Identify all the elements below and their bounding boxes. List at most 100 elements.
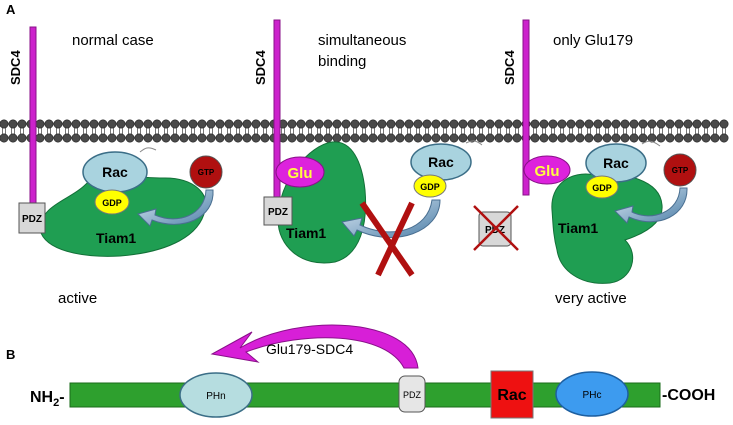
lipid-head bbox=[710, 133, 720, 143]
lipid-head bbox=[260, 119, 270, 129]
lipid-head bbox=[8, 119, 18, 129]
scenario-title: normal case bbox=[72, 32, 154, 49]
gtp-label: GTP bbox=[672, 166, 689, 175]
rac-tether bbox=[139, 147, 157, 153]
lipid-head bbox=[296, 119, 306, 129]
block-cross bbox=[375, 201, 415, 277]
scenario-outcome: active bbox=[58, 290, 97, 307]
lipid-head bbox=[368, 119, 378, 129]
scenario-only-glu179: SDC4 only Glu179 Tiam1 Glu Rac GDP GTP v… bbox=[502, 19, 697, 307]
lipid-head bbox=[692, 119, 702, 129]
lipid-head bbox=[665, 133, 675, 143]
cross-line bbox=[473, 205, 519, 251]
lipid-head bbox=[620, 119, 630, 129]
lipid-head bbox=[161, 133, 171, 143]
lipid-head bbox=[8, 133, 18, 143]
lipid-head bbox=[152, 133, 162, 143]
binding-arrow-label: Glu179-SDC4 bbox=[266, 341, 353, 357]
gtp-circle bbox=[189, 155, 223, 189]
lipid-head bbox=[53, 133, 63, 143]
lipid-head bbox=[719, 133, 729, 143]
lipid-head bbox=[395, 133, 405, 143]
lipid-head bbox=[98, 119, 108, 129]
lipid-head bbox=[422, 133, 432, 143]
lipid-head bbox=[557, 119, 567, 129]
lipid-head bbox=[134, 119, 144, 129]
lipid-head bbox=[242, 119, 252, 129]
tiam1-label: Tiam1 bbox=[286, 225, 326, 241]
glu-label: Glu bbox=[535, 163, 560, 180]
lipid-head bbox=[503, 119, 513, 129]
lipid-head bbox=[314, 133, 324, 143]
lipid-head bbox=[593, 119, 603, 129]
lipid-head bbox=[674, 133, 684, 143]
lipid-head bbox=[485, 133, 495, 143]
n-terminus-label: NH2- bbox=[30, 389, 65, 409]
lipid-head bbox=[350, 119, 360, 129]
lipid-head bbox=[242, 133, 252, 143]
lipid-head bbox=[530, 133, 540, 143]
lipid-head bbox=[449, 133, 459, 143]
gdp-ellipse bbox=[413, 174, 447, 198]
lipid-head bbox=[89, 119, 99, 129]
gdp-label: GDP bbox=[592, 183, 612, 193]
lipid-head bbox=[584, 133, 594, 143]
tiam1-label: Tiam1 bbox=[558, 220, 598, 236]
lipid-head bbox=[656, 133, 666, 143]
lipid-head bbox=[116, 133, 126, 143]
lipid-head bbox=[98, 133, 108, 143]
lipid-head bbox=[404, 119, 414, 129]
lipid-head bbox=[341, 133, 351, 143]
lipid-head bbox=[287, 119, 297, 129]
lipid-head bbox=[656, 119, 666, 129]
lipid-head bbox=[170, 119, 180, 129]
lipid-head bbox=[395, 119, 405, 129]
lipid-head bbox=[197, 133, 207, 143]
lipid-head bbox=[566, 119, 576, 129]
panel-b-label: B bbox=[6, 347, 15, 362]
lipid-head bbox=[116, 119, 126, 129]
gdp-ellipse bbox=[94, 189, 130, 215]
lipid-head bbox=[35, 133, 45, 143]
block-cross bbox=[359, 201, 415, 277]
lipid-head bbox=[620, 133, 630, 143]
gtp-circle bbox=[663, 153, 697, 187]
glu-label: Glu bbox=[288, 165, 313, 182]
lipid-head bbox=[323, 133, 333, 143]
pdz-label: PDZ bbox=[403, 390, 422, 400]
lipid-head bbox=[638, 133, 648, 143]
lipid-head bbox=[215, 119, 225, 129]
c-terminus-label: -COOH bbox=[662, 387, 715, 404]
lipid-head bbox=[701, 133, 711, 143]
lipid-head bbox=[296, 133, 306, 143]
tiam1-shape bbox=[39, 175, 207, 257]
lipid-head bbox=[53, 119, 63, 129]
lipid-head bbox=[566, 133, 576, 143]
gdp-label: GDP bbox=[420, 182, 440, 192]
lipid-head bbox=[80, 133, 90, 143]
exchange-arrow bbox=[614, 187, 688, 224]
lipid-head bbox=[71, 133, 81, 143]
lipid-head bbox=[197, 119, 207, 129]
lipid-head bbox=[593, 133, 603, 143]
lipid-head bbox=[368, 133, 378, 143]
lipid-head bbox=[431, 133, 441, 143]
lipid-head bbox=[548, 119, 558, 129]
rac-label: Rac bbox=[603, 155, 629, 171]
lipid-head bbox=[575, 133, 585, 143]
lipid-head bbox=[62, 133, 72, 143]
pdz-box bbox=[263, 196, 293, 226]
lipid-head bbox=[44, 133, 54, 143]
lipid-head bbox=[152, 119, 162, 129]
lipid-head bbox=[359, 133, 369, 143]
lipid-head bbox=[467, 133, 477, 143]
lipid-head bbox=[431, 119, 441, 129]
lipid-head bbox=[0, 119, 9, 129]
scenario-title: only Glu179 bbox=[553, 32, 633, 49]
lipid-head bbox=[386, 133, 396, 143]
sdc4-bar bbox=[522, 19, 530, 196]
gdp-ellipse bbox=[585, 175, 619, 199]
lipid-head bbox=[503, 133, 513, 143]
lipid-head bbox=[143, 133, 153, 143]
